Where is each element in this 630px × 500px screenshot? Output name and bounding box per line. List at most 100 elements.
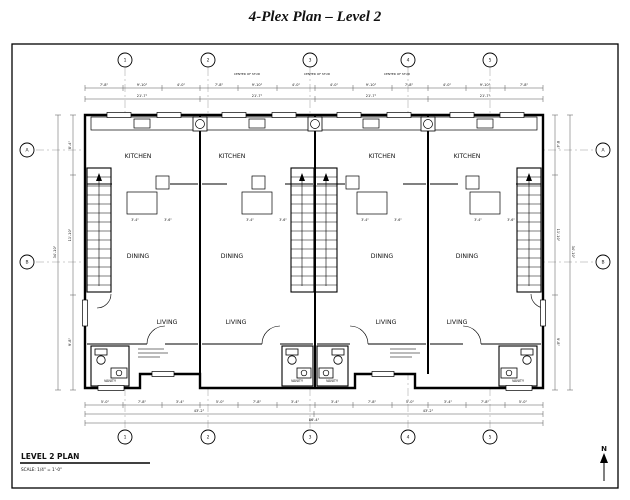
dim-label: 21'-7" [252,94,263,98]
dim-label: 4'-0" [443,83,452,87]
dim-label: 7'-8" [138,400,147,404]
grid-bubble [482,429,498,445]
dim-label: 9'-10" [366,83,377,87]
note-blocks [138,348,420,358]
plan-scale: SCALE: 1/4" = 1'-0" [21,467,62,472]
dim-label: 21'-7" [137,94,148,98]
dim-label: 9'-10" [252,83,263,87]
grid-bubble [200,429,216,445]
dimension-lines [55,85,573,426]
grid-bubble [117,52,133,68]
north-arrow-head-icon [600,453,608,463]
windows [82,112,546,391]
dim-label: 43'-2" [423,409,434,413]
dim-label: 3'-6" [394,218,402,222]
drawing-border [11,43,619,489]
plan-labels: KITCHEN KITCHEN KITCHEN KITCHEN DINING DINING… [53,72,575,422]
water-heater [307,116,323,132]
closet-box [241,191,273,215]
dim-label: 8'-4" [556,141,560,150]
grid-bubble [117,429,133,445]
toilet-tank [285,348,299,356]
room-label: KITCHEN [125,153,152,160]
north-label: N [601,445,607,453]
note-label: CENTER OF STUD [384,72,411,76]
page-title: 4-Plex Plan – Level 2 [248,9,382,25]
dim-label: 3'-4" [291,400,300,404]
stair-right [516,167,542,293]
dim-label: 7'-8" [405,83,414,87]
room-label: DINING [221,253,244,260]
dim-label: 9'-10" [480,83,491,87]
party-walls [199,115,429,388]
dim-label: 7'-8" [100,83,109,87]
stair-arrow-icon [323,173,329,181]
toilet-tank [94,348,108,356]
vanity-counter [318,367,334,379]
dim-label: 21'-7" [480,94,491,98]
sink [322,369,330,377]
dim-label: 86'-4" [309,418,320,422]
grid-bubble [400,52,416,68]
water-heater [192,116,208,132]
vanity-counter [110,367,128,379]
room-label: VANITY [104,379,117,383]
range-symbol [345,175,360,190]
kitchen-sink [362,118,380,129]
dim-label: 9'-8" [68,337,72,346]
dim-label: 8'-4" [68,140,72,149]
sink [300,369,308,377]
room-label: VANITY [291,379,304,383]
grid-bubble [302,429,318,445]
range-symbol [155,175,170,190]
dim-label: 3'-6" [164,218,172,222]
grid-bubble-label: B [25,260,28,266]
plan-titleblock: LEVEL 2 PLAN SCALE: 1/4" = 1'-0" [20,452,150,472]
dim-label: 34'-10" [53,245,57,258]
dim-label: 9'-8" [556,338,560,347]
room-label: LIVING [226,319,247,326]
grid-bubble-label: 2 [207,435,210,441]
room-label: KITCHEN [369,153,396,160]
toilet [287,355,297,365]
grid-bubble-label: 1 [124,435,127,441]
stair-arrow-icon [526,173,532,181]
dim-label: 5'-0" [101,400,110,404]
grid-bubble [595,142,611,158]
room-label: DINING [456,253,479,260]
grid-bubble [19,254,35,270]
toilet [522,355,532,365]
room-label: DINING [371,253,394,260]
grid-bubble [482,52,498,68]
dim-label: 4'-0" [292,83,301,87]
vanity-counter [296,367,312,379]
dim-label: 3'-4" [246,218,254,222]
dim-label: 4'-0" [330,83,339,87]
room-label: KITCHEN [219,153,246,160]
room-label: LIVING [376,319,397,326]
kitchen-sink [248,118,266,129]
dim-label: 5'-0" [519,400,528,404]
dim-label: 9'-10" [137,83,148,87]
dim-label: 7'-8" [481,400,490,404]
dim-label: 11'-10" [68,228,72,241]
grid-bubble-label: 4 [407,58,410,64]
vanity-counter [500,367,518,379]
room-label: KITCHEN [454,153,481,160]
plan-title: LEVEL 2 PLAN [21,452,79,461]
closet-box [356,191,388,215]
note-label: CENTER OF STUD [234,72,261,76]
grid-bubble [200,52,216,68]
grid-bubble-label: 4 [407,435,410,441]
dim-label: 3'-4" [176,400,185,404]
note-label: CENTER OF STUD [304,72,331,76]
range-symbol [251,175,266,190]
kitchen-sink [476,118,494,129]
dim-label: 34'-10" [571,246,575,259]
dim-label: 3'-4" [331,400,340,404]
sink [505,369,513,377]
grid-bubble [595,254,611,270]
stair-arrow-icon [96,173,102,181]
